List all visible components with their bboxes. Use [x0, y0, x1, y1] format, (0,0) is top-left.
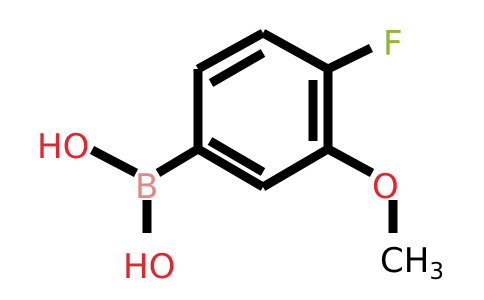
ring-bond-c5-c6 — [195, 145, 266, 191]
ring-double-bond-bottom — [207, 137, 266, 176]
boron-atom-label: B — [135, 167, 158, 207]
fluorine-atom-label: F — [383, 24, 403, 64]
methyl-group-label: CH3 — [380, 241, 444, 285]
hydroxyl-bottom-label: HO — [123, 247, 175, 287]
ring-bond-c1-c2 — [195, 29, 266, 73]
bond-boron-to-hydroxyl-top — [89, 146, 139, 177]
methyl-subscript: 3 — [429, 259, 444, 285]
ring-double-bond-top — [208, 49, 266, 87]
bond-ring-to-boron — [155, 145, 201, 177]
ring-bond-c4-c5 — [260, 145, 331, 191]
hydroxyl-top-label: HO — [37, 127, 89, 167]
bond-ring-to-fluorine — [326, 43, 373, 74]
ether-oxygen-label: O — [372, 167, 399, 207]
bond-ring-to-ether-oxygen — [325, 145, 375, 177]
ring-bond-c2-c3 — [260, 29, 331, 73]
methyl-symbol: CH — [380, 241, 429, 281]
benzene-ring — [193, 29, 333, 191]
